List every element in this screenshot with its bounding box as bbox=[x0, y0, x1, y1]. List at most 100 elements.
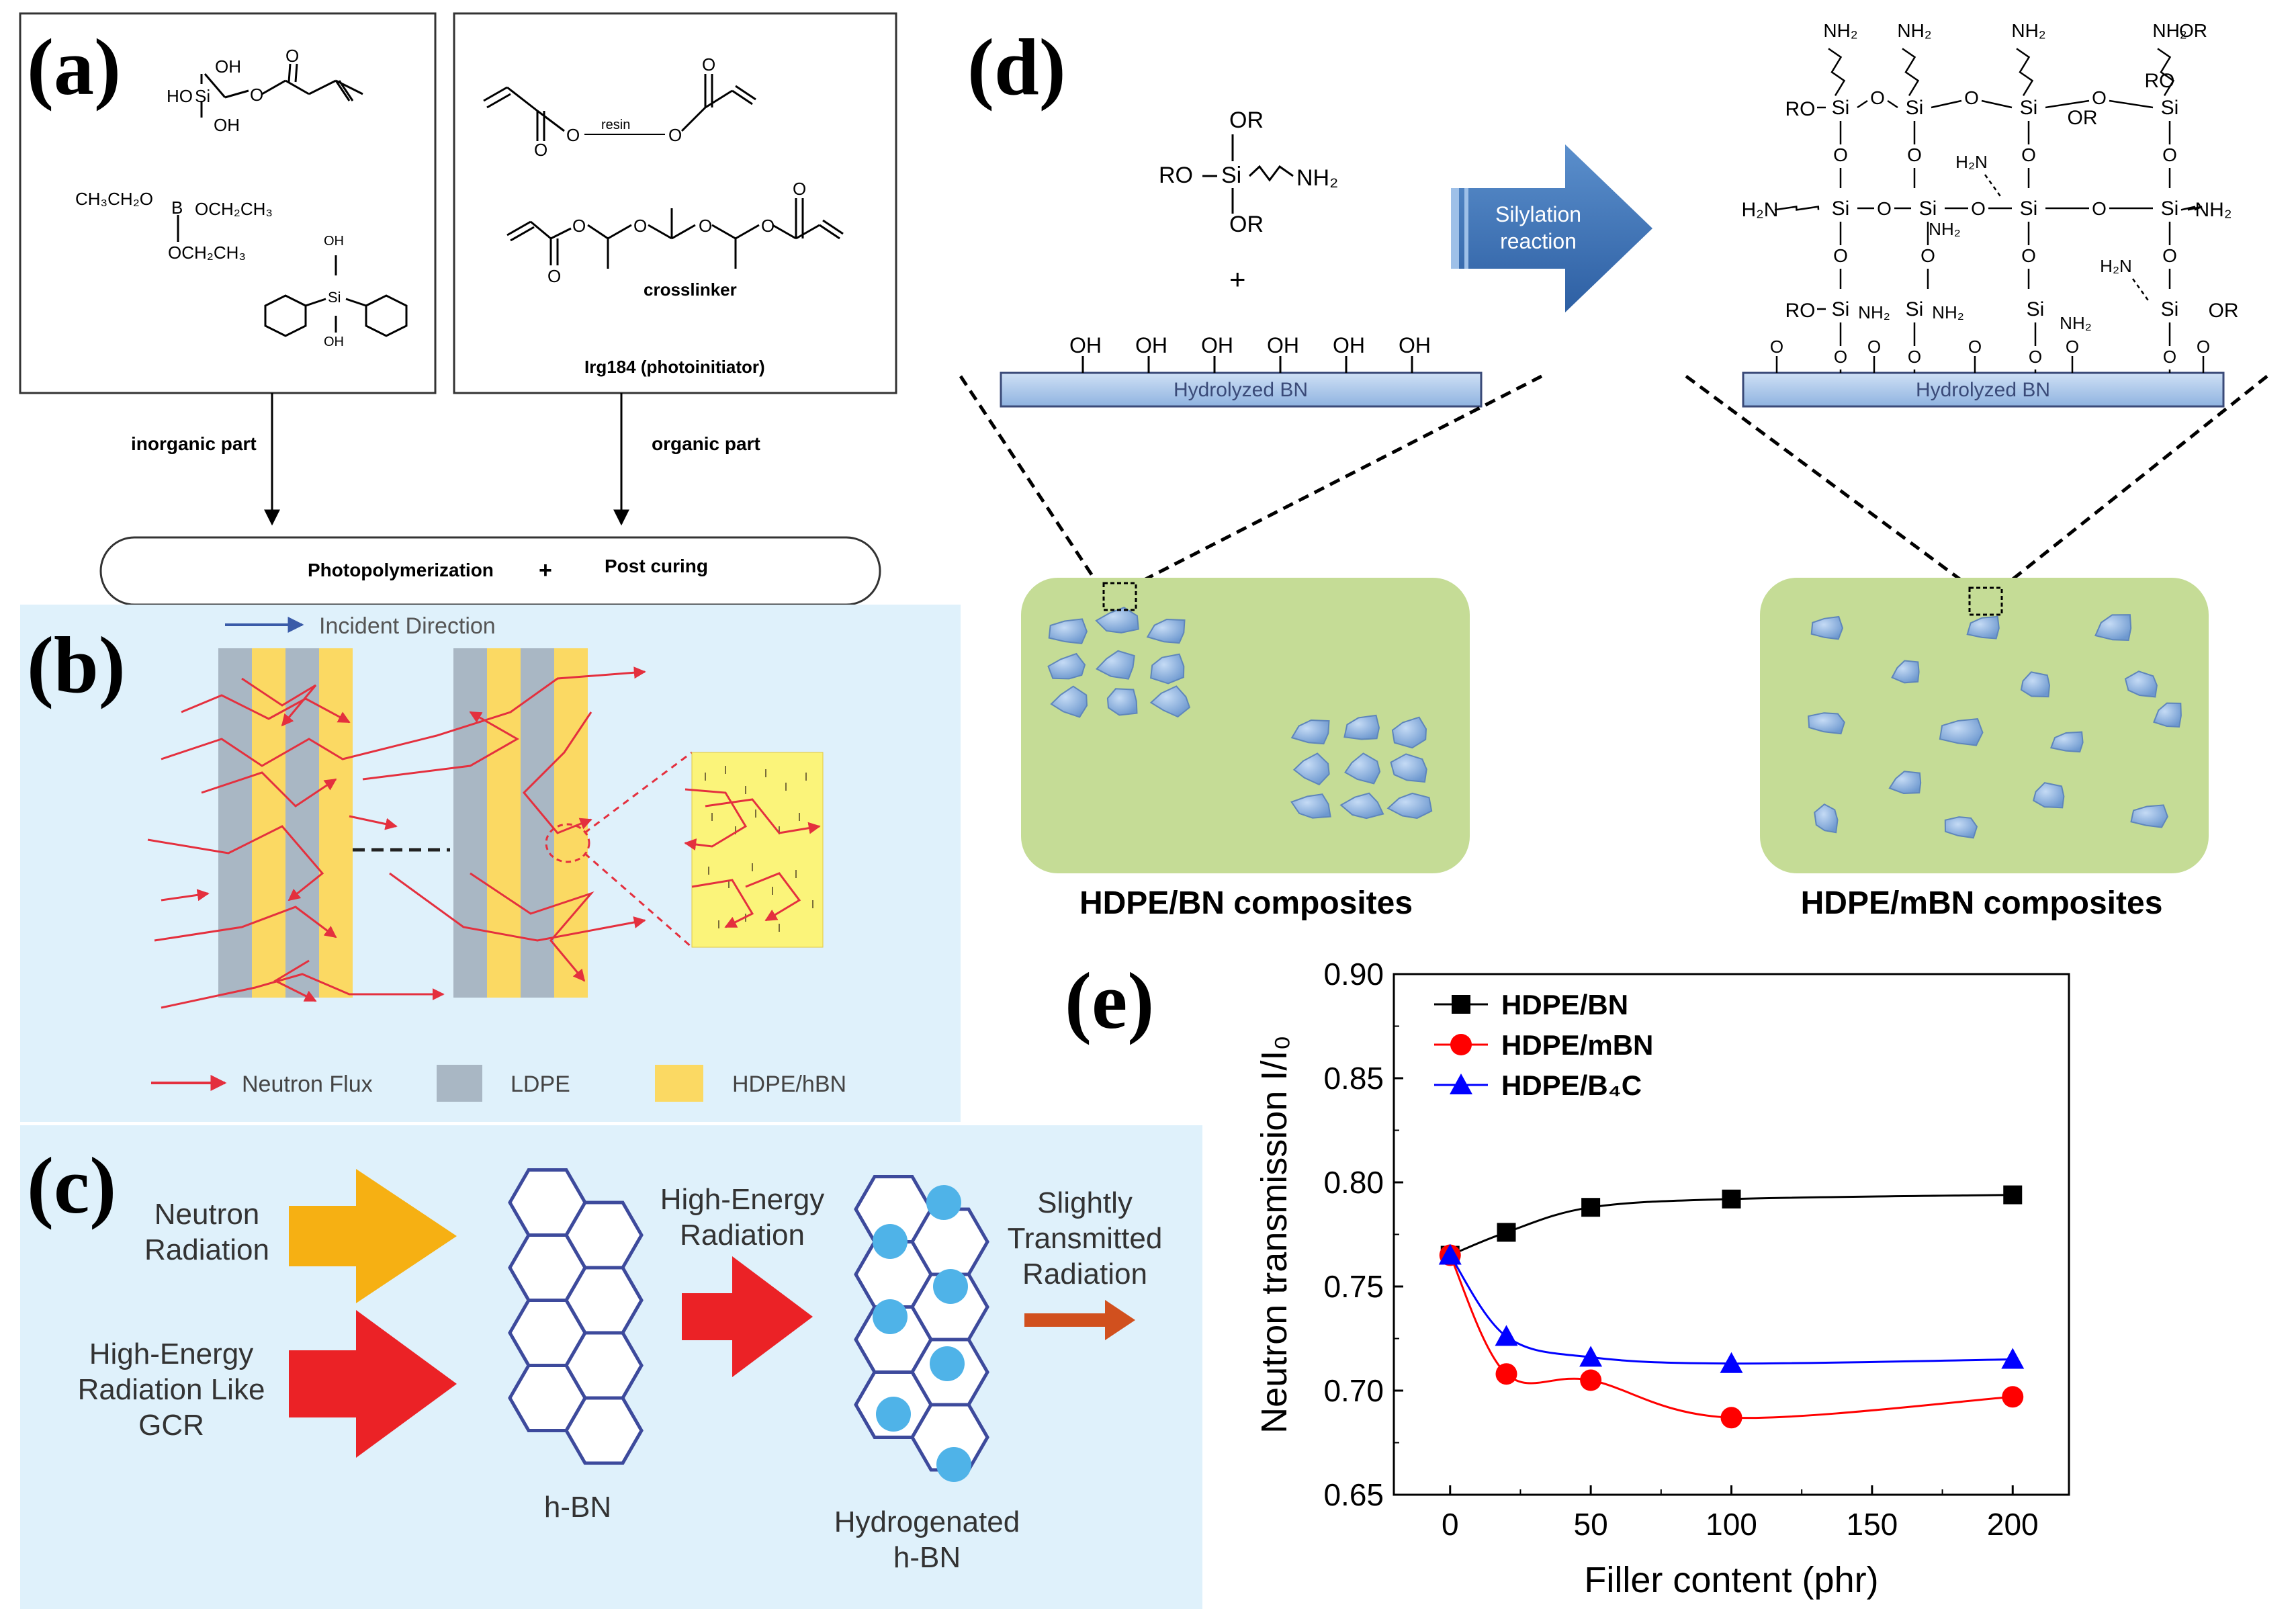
hex-cell bbox=[564, 1200, 644, 1270]
svg-text:O: O bbox=[668, 125, 682, 145]
network-atom-label: Si bbox=[2161, 97, 2179, 119]
network-atom-label: RO bbox=[1785, 300, 1816, 322]
slightly-transmitted-label: Slightly Transmitted Radiation bbox=[1008, 1186, 1163, 1291]
bn-particle bbox=[1810, 615, 1844, 640]
svg-text:HO: HO bbox=[167, 86, 193, 106]
panel-c-label: (c) bbox=[27, 1141, 116, 1230]
hydrolyzed-bn-label-left: Hydrolyzed BN bbox=[1174, 379, 1308, 401]
hbn-label: h-BN bbox=[544, 1491, 611, 1524]
svg-text:HDPE/hBN: HDPE/hBN bbox=[732, 1072, 846, 1097]
bn-particle bbox=[1050, 685, 1088, 718]
svg-text:OH: OH bbox=[324, 335, 344, 349]
data-point bbox=[1580, 1369, 1602, 1391]
svg-text:Radiation Like: Radiation Like bbox=[78, 1373, 265, 1406]
hdpe-mbn-composite bbox=[1760, 578, 2209, 873]
hydrolyzed-bn-label-right: Hydrolyzed BN bbox=[1916, 379, 2050, 401]
inorganic-structures bbox=[177, 63, 408, 337]
bn-particle bbox=[1150, 653, 1185, 685]
panel-c: (c) Neutron Radiation High-Energy Radiat… bbox=[20, 1125, 1202, 1609]
bn-particle bbox=[1343, 714, 1380, 740]
hbn-lattice bbox=[508, 1168, 644, 1465]
bn-particle bbox=[1146, 618, 1186, 644]
network-atom-label: O bbox=[1770, 337, 1783, 357]
network-atom-label: O bbox=[2066, 337, 2079, 357]
svg-text:O: O bbox=[793, 179, 806, 199]
svg-text:Transmitted: Transmitted bbox=[1008, 1222, 1163, 1255]
svg-text:Neutron Flux: Neutron Flux bbox=[242, 1072, 373, 1097]
layer-stack-right bbox=[453, 648, 588, 998]
panel-d-label: (d) bbox=[967, 22, 1066, 112]
svg-text:reaction: reaction bbox=[1500, 229, 1577, 253]
gcr-label: High-Energy Radiation Like GCR bbox=[78, 1338, 265, 1442]
svg-text:Slightly: Slightly bbox=[1037, 1186, 1133, 1219]
network-atom-label: Si bbox=[1906, 97, 1924, 119]
svg-text:O: O bbox=[566, 125, 580, 145]
bn-particle bbox=[2094, 614, 2132, 642]
data-point bbox=[1497, 1223, 1516, 1242]
network-atom-label: O bbox=[2092, 198, 2107, 219]
network-atom-label: Si bbox=[1832, 298, 1850, 320]
panel-b-legend: Neutron Flux LDPE HDPE/hBN bbox=[151, 1065, 846, 1102]
legend-marker bbox=[1450, 1074, 1472, 1094]
crosslinker-label: crosslinker bbox=[644, 279, 737, 300]
network-atom-label: O bbox=[2162, 144, 2177, 165]
neutron-arrow bbox=[289, 1169, 457, 1303]
inorganic-labels: OH HO Si OH O O CH₃CH₂O B OCH₂CH₃ OCH₂CH… bbox=[75, 46, 344, 349]
svg-text:High-Energy: High-Energy bbox=[660, 1183, 825, 1216]
network-atom-label: H₂N bbox=[2100, 256, 2132, 276]
x-tick-label: 100 bbox=[1706, 1507, 1757, 1542]
network-atom-label: O bbox=[1867, 337, 1881, 357]
bn-particle bbox=[1095, 607, 1139, 633]
bn-particle bbox=[1966, 615, 2000, 640]
network-atom-label: NH₂ bbox=[2152, 20, 2187, 41]
series-0 bbox=[1440, 1185, 2023, 1265]
network-atom-label: NH₂ bbox=[2060, 313, 2092, 333]
bn-aggregates bbox=[1047, 607, 1433, 820]
svg-text:Radiation: Radiation bbox=[144, 1233, 269, 1266]
network-atom-label: O bbox=[2162, 245, 2177, 266]
post-curing-label: Post curing bbox=[605, 556, 708, 576]
network-atom-label: NH₂ bbox=[1858, 302, 1890, 322]
svg-text:O: O bbox=[699, 216, 712, 236]
network-atom-label: Si bbox=[2161, 198, 2179, 220]
svg-text:resin: resin bbox=[601, 118, 630, 132]
network-atom-label: Si bbox=[2161, 298, 2179, 320]
svg-text:O: O bbox=[534, 140, 547, 160]
network-atom-label: RO bbox=[1785, 98, 1816, 120]
zoom-inset bbox=[691, 752, 824, 948]
high-energy-label: High-Energy Radiation bbox=[660, 1183, 825, 1252]
organic-part-label: organic part bbox=[652, 433, 760, 454]
hex-cell bbox=[564, 1396, 644, 1465]
bn-particle bbox=[2124, 670, 2158, 698]
data-point bbox=[1579, 1346, 1603, 1367]
network-atom-label: NH₂ bbox=[2195, 199, 2232, 221]
bn-particle bbox=[1106, 688, 1138, 716]
svg-text:Si: Si bbox=[195, 86, 210, 106]
panel-b: (b) Incident Direction bbox=[20, 605, 961, 1122]
data-point bbox=[2003, 1185, 2023, 1205]
bn-particle bbox=[1344, 752, 1381, 785]
svg-text:B: B bbox=[171, 198, 183, 218]
bn-particle bbox=[2033, 782, 2065, 809]
svg-text:LDPE: LDPE bbox=[511, 1072, 570, 1097]
legend-ldpe-swatch bbox=[437, 1065, 482, 1102]
data-point bbox=[1495, 1363, 1517, 1385]
svg-text:Radiation: Radiation bbox=[1022, 1258, 1147, 1291]
hdpe-mbn-caption: HDPE/mBN composites bbox=[1801, 885, 2163, 921]
data-point bbox=[1581, 1198, 1601, 1217]
legend-hdpe-swatch bbox=[655, 1065, 703, 1102]
hydrogenated-label: Hydrogenated h-BN bbox=[834, 1505, 1020, 1574]
hydroxyl-label: OH bbox=[1267, 333, 1299, 357]
series-line bbox=[1449, 1254, 2013, 1419]
legend-marker bbox=[1450, 1034, 1472, 1055]
svg-text:h-BN: h-BN bbox=[893, 1541, 961, 1574]
incident-direction-label: Incident Direction bbox=[319, 613, 496, 639]
legend-marker bbox=[1452, 995, 1470, 1014]
svg-text:Radiation: Radiation bbox=[680, 1219, 805, 1252]
x-tick-label: 50 bbox=[1574, 1507, 1608, 1542]
network-atom-label: O bbox=[1834, 347, 1847, 367]
network-atom-label: O bbox=[1833, 245, 1848, 266]
network-atom-label: O bbox=[2021, 245, 2036, 266]
